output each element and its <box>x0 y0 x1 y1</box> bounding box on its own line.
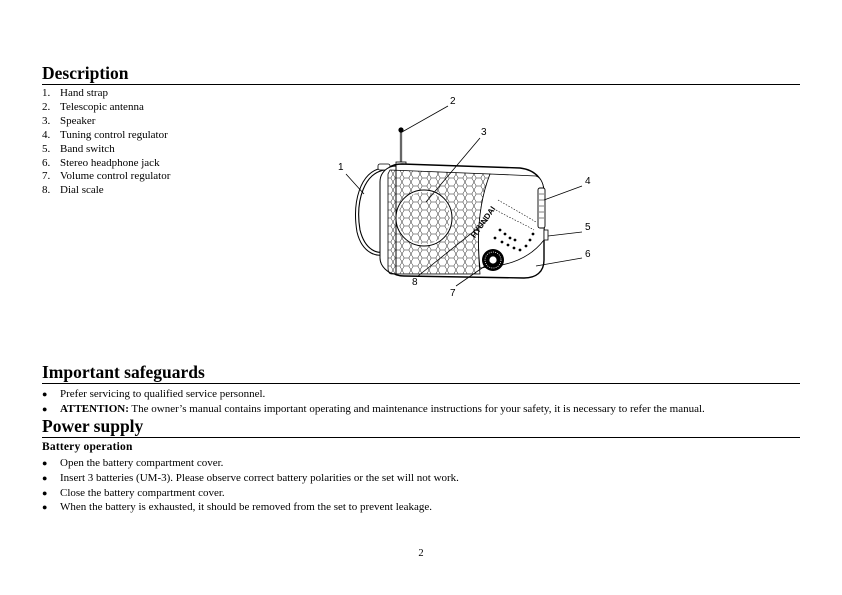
list-item: 4. Tuning control regulator <box>42 129 170 143</box>
step-text: Open the battery compartment cover. <box>60 457 224 469</box>
bullet-icon: ● <box>42 487 48 498</box>
list-item: 5. Band switch <box>42 143 170 157</box>
tuning-wheel-illustration <box>537 187 549 241</box>
battery-operation-subheading: Battery operation <box>42 441 133 453</box>
safeguards-list: ● Prefer servicing to qualified service p… <box>42 387 705 417</box>
step-text: Close the battery compartment cover. <box>60 486 225 499</box>
item-label: Stereo headphone jack <box>60 156 160 169</box>
safeguards-rule <box>42 383 800 384</box>
item-label: Hand strap <box>60 87 108 99</box>
attention-label: ATTENTION: <box>60 403 129 415</box>
battery-steps-list: ● Open the battery compartment cover. ● In… <box>42 456 459 515</box>
list-item: 1. Hand strap <box>42 87 170 101</box>
callout-7: 7 <box>450 288 456 299</box>
list-item: ● When the battery is exhausted, it shoul… <box>42 500 459 515</box>
parts-list: 1. Hand strap 2. Telescopic antenna 3. Spea… <box>42 87 170 198</box>
speaker-illustration <box>387 169 491 275</box>
list-item: 2. Telescopic antenna <box>42 101 170 115</box>
safeguard-text: The owner’s manual contains important op… <box>128 403 705 415</box>
power-supply-heading: Power supply <box>42 416 144 436</box>
item-number: 1. <box>42 87 51 99</box>
safeguards-heading: Important safeguards <box>42 362 205 382</box>
item-label: Telescopic antenna <box>60 100 144 113</box>
step-text: Insert 3 batteries (UM-3). Please observ… <box>60 471 459 484</box>
step-text: When the battery is exhausted, it should… <box>60 501 433 514</box>
callout-3: 3 <box>481 127 487 138</box>
item-number: 6. <box>42 156 51 169</box>
item-number: 4. <box>42 128 51 141</box>
bullet-icon: ● <box>42 502 48 513</box>
callout-4: 4 <box>585 176 591 187</box>
item-number: 7. <box>42 170 51 183</box>
page-number: 2 <box>418 548 424 559</box>
list-item: ● Close the battery compartment cover. <box>42 486 459 501</box>
list-item: 3. Speaker <box>42 115 170 129</box>
callout-lines <box>345 105 583 287</box>
list-item: 6. Stereo headphone jack <box>42 157 170 171</box>
item-label: Band switch <box>60 142 115 155</box>
list-item: 8. Dial scale <box>42 184 170 198</box>
callout-2: 2 <box>450 96 456 107</box>
bullet-icon: ● <box>42 389 48 399</box>
callout-6: 6 <box>585 249 591 260</box>
radio-diagram: HYUNDAI 1 2 3 4 <box>338 96 591 299</box>
list-item: ● Prefer servicing to qualified service p… <box>42 387 705 402</box>
item-number: 8. <box>42 184 51 197</box>
callout-8: 8 <box>412 277 418 288</box>
description-rule <box>42 84 800 85</box>
list-item: ● Insert 3 batteries (UM-3). Please obser… <box>42 471 459 486</box>
item-label: Dial scale <box>60 184 104 197</box>
item-label: Volume control regulator <box>60 170 171 183</box>
description-heading: Description <box>42 63 129 83</box>
bullet-icon: ● <box>42 404 48 414</box>
list-item: ● Open the battery compartment cover. <box>42 456 459 471</box>
item-number: 5. <box>42 142 51 155</box>
item-number: 3. <box>42 114 51 127</box>
volume-knob-illustration <box>482 249 504 271</box>
list-item: ● ATTENTION: The owner’s manual contains … <box>42 402 705 417</box>
item-number: 2. <box>42 100 51 113</box>
safeguard-text: Prefer servicing to qualified service pe… <box>60 388 266 400</box>
power-supply-rule <box>42 437 800 438</box>
item-label: Speaker <box>60 114 96 127</box>
callout-5: 5 <box>585 222 591 233</box>
callout-1: 1 <box>338 162 344 173</box>
list-item: 7. Volume control regulator <box>42 170 170 184</box>
item-label: Tuning control regulator <box>60 128 168 141</box>
bullet-icon: ● <box>42 458 48 468</box>
antenna-illustration <box>395 127 407 167</box>
bullet-icon: ● <box>42 472 48 483</box>
